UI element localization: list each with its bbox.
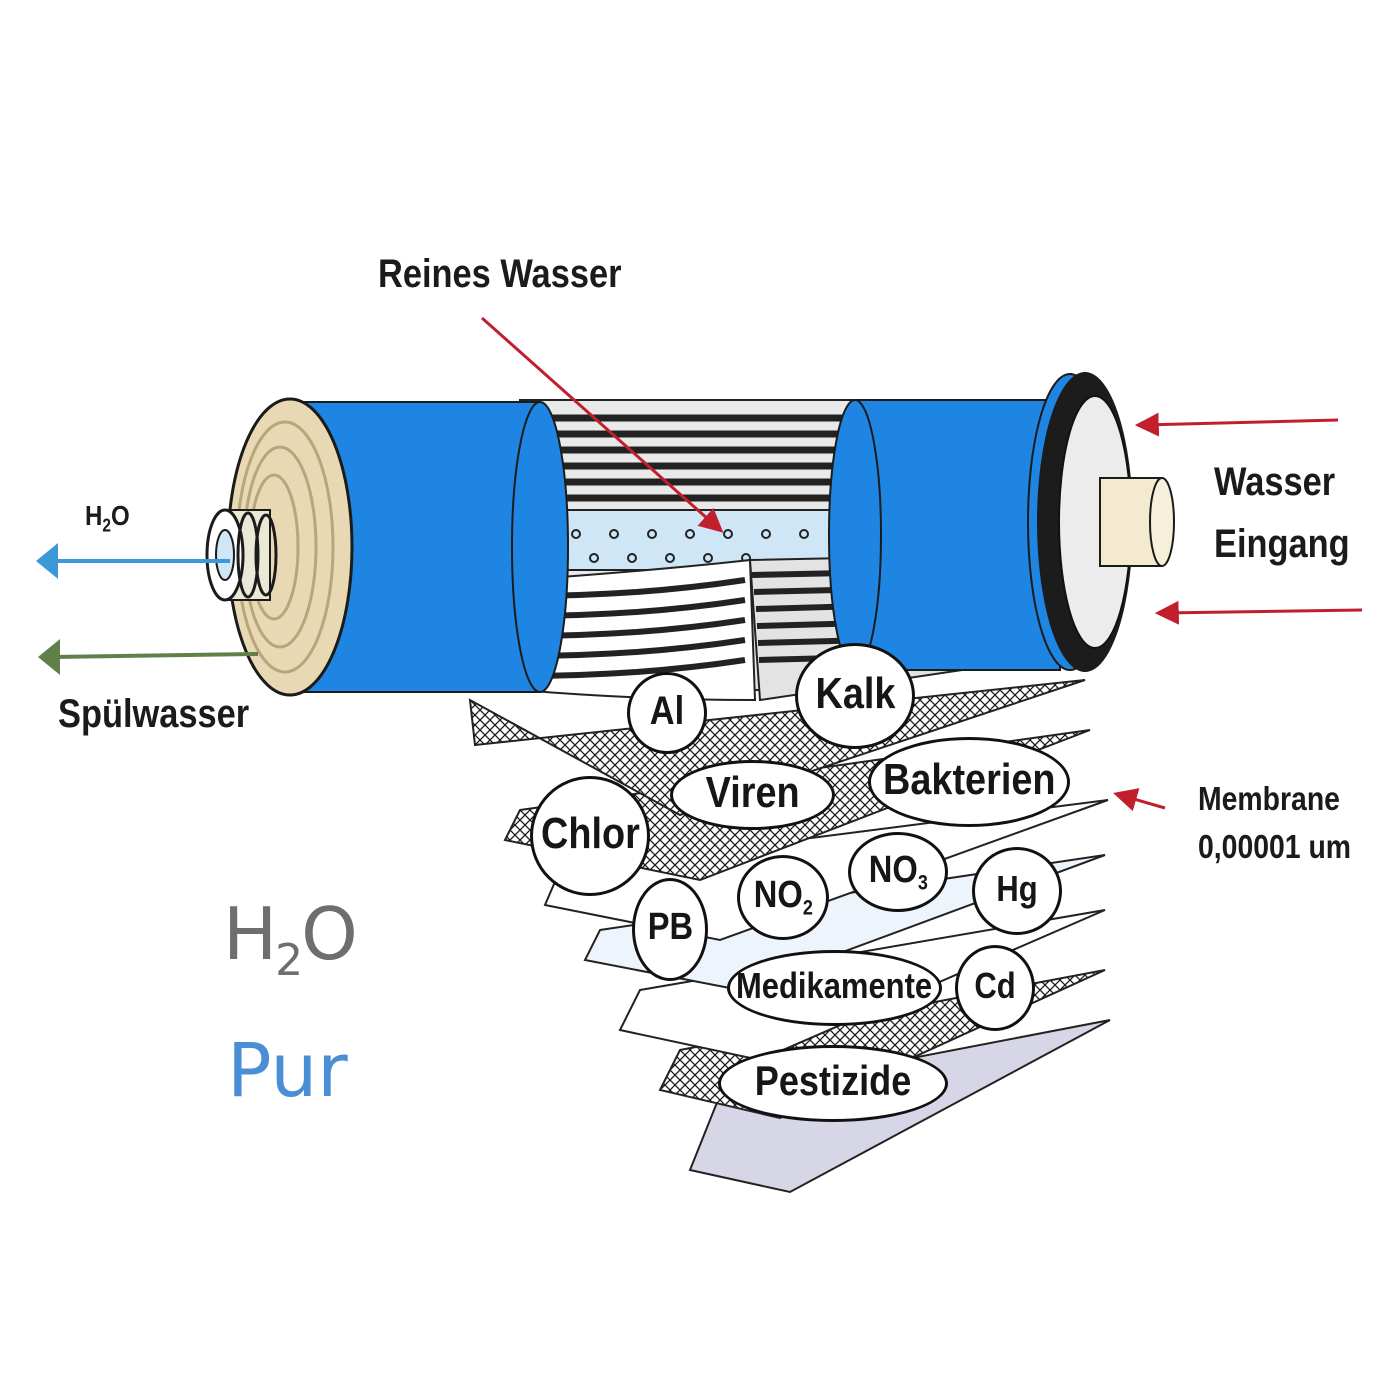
inlet-arrow-top xyxy=(1134,412,1339,437)
pure-water-arrow xyxy=(481,316,724,533)
pure-water-label: Reines Wasser xyxy=(378,252,622,296)
inlet-label-line1: Wasser xyxy=(1214,460,1336,504)
rinse-arrowhead xyxy=(38,639,60,675)
contaminant-no2: NO2 xyxy=(737,855,829,940)
h2o-label: H2O xyxy=(85,500,130,536)
membrane-arrow xyxy=(1113,788,1166,812)
contaminant-pb: PB xyxy=(632,878,708,981)
inlet-arrow-bottom xyxy=(1154,600,1363,625)
contaminant-pestizide: Pestizide xyxy=(718,1045,948,1122)
h2o-pur-logo: H2O Pur xyxy=(213,890,358,1125)
contaminant-cd: Cd xyxy=(955,945,1035,1031)
membrane-label-line1: Membrane xyxy=(1198,780,1340,817)
membrane-label-line2: 0,00001 um xyxy=(1198,828,1352,865)
contaminant-al: Al xyxy=(627,672,707,754)
h2o-arrowhead xyxy=(36,543,58,579)
contaminant-no3: NO3 xyxy=(848,832,948,912)
contaminant-kalk: Kalk xyxy=(795,643,915,749)
flow-arrows xyxy=(36,316,1363,812)
membrane-cylinder xyxy=(205,372,1175,702)
rinse-water-label: Spülwasser xyxy=(58,692,250,736)
contaminant-viren: Viren xyxy=(670,760,835,830)
inlet-label-line2: Eingang xyxy=(1214,522,1350,566)
contaminant-hg: Hg xyxy=(972,847,1062,935)
logo-h2o-text: H2O xyxy=(223,892,358,986)
logo-pur-text: Pur xyxy=(227,1028,348,1114)
contaminant-medikamente: Medikamente xyxy=(727,950,942,1026)
contaminant-bakterien: Bakterien xyxy=(868,737,1070,827)
contaminant-chlor: Chlor xyxy=(530,776,650,896)
rinse-arrow xyxy=(51,652,259,659)
